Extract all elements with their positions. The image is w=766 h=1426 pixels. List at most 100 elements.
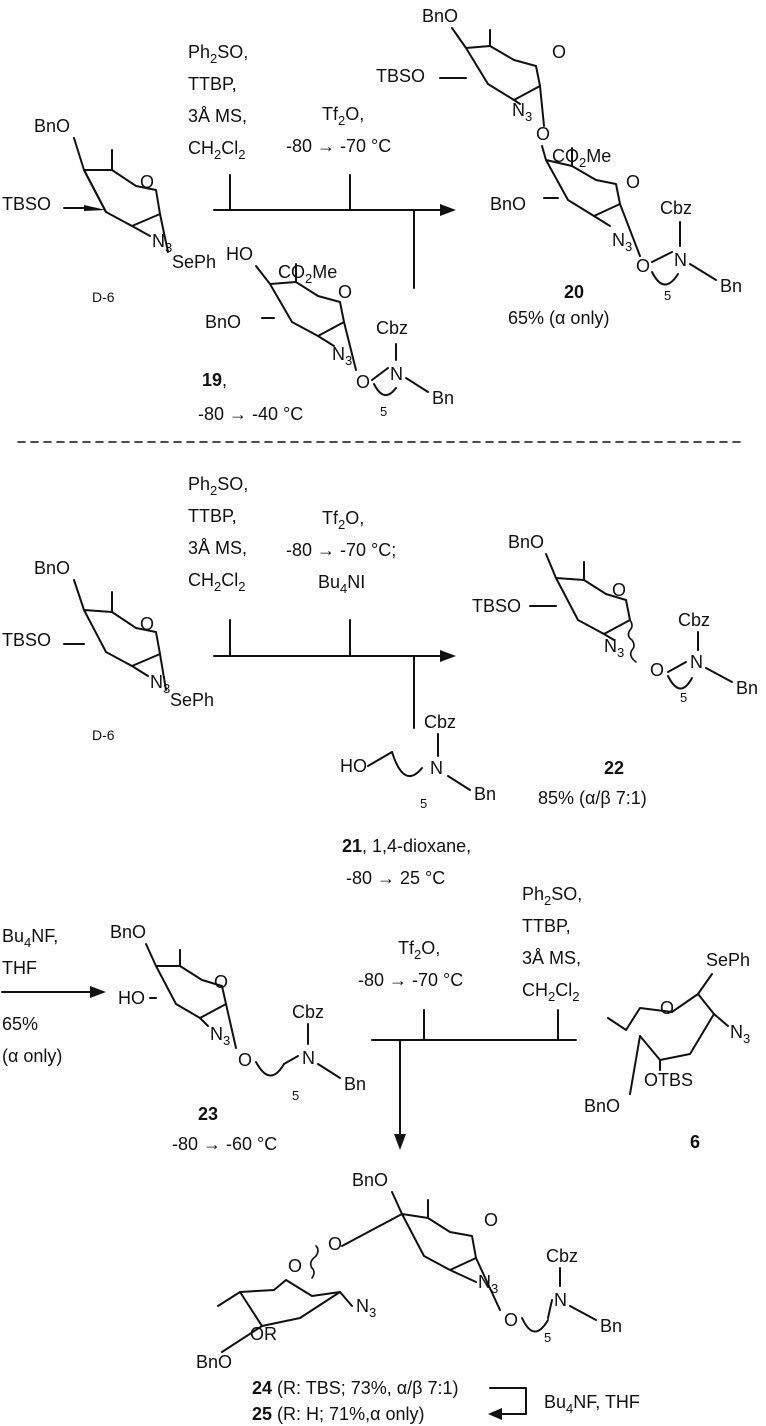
atom-cbz: Cbz (546, 1246, 578, 1266)
product-yield: 65% (α only) (508, 308, 609, 328)
atom-ring-o: O (552, 42, 566, 62)
donor-label: D-6 (92, 289, 115, 305)
atom-n5: 5 (420, 796, 427, 811)
atom-bno: BnO (508, 532, 544, 552)
reagent-temp: -80 → -70 °C (286, 136, 391, 156)
atom-seph: SePh (170, 690, 214, 710)
atom-n5: 5 (680, 690, 687, 705)
donor-d6-structure: BnO TBSO O N3 SePh (2, 116, 216, 272)
atom-n3: N3 (150, 672, 170, 696)
reagent-ch2cl2: CH2Cl2 (188, 138, 245, 162)
acceptor-conditions: -80 → -60 °C (172, 1134, 277, 1154)
atom-ho: HO (118, 988, 145, 1008)
reagent-temp: -80 → -70 °C; (286, 540, 396, 560)
reagent-ms: 3Å MS, (188, 106, 247, 126)
atom-bno: BnO (34, 558, 70, 578)
atom-ring-o: O (338, 282, 352, 302)
atom-o: O (536, 124, 550, 144)
acceptor-23-structure: BnO HO O N3 Cbz N Bn O 5 (110, 922, 366, 1103)
product-yield: 85% (α/β 7:1) (538, 788, 647, 808)
reagent-temp: -80 → -70 °C (358, 970, 463, 990)
atom-cbz: Cbz (660, 198, 692, 218)
atom-bno: BnO (110, 922, 146, 942)
reagent-ms: 3Å MS, (522, 948, 581, 968)
atom-n3: N3 (152, 231, 172, 255)
atom-o-3: O (636, 256, 650, 276)
atom-cbz: Cbz (292, 1002, 324, 1022)
deprotection-step: Bu4NF, THF 65% (α only) (1, 926, 106, 1066)
reagent-ph2so: Ph2SO, (188, 42, 248, 66)
atom-co2me: CO2Me (552, 146, 611, 170)
atom-o: O (650, 660, 664, 680)
atom-bno-2: BnO (196, 1352, 232, 1372)
acceptor-label: 19, (202, 370, 227, 390)
atom-or: OR (250, 1324, 277, 1344)
atom-tbso: TBSO (2, 630, 51, 650)
scheme-3: Bu4NF, THF 65% (α only) BnO HO O N3 Cbz … (1, 884, 750, 1424)
atom-tbso: TBSO (472, 596, 521, 616)
scheme2-reagents-a: Ph2SO, TTBP, 3Å MS, CH2Cl2 (188, 474, 248, 594)
scheme2-arrow (213, 619, 456, 729)
reagent-bu4ni: Bu4NI (318, 572, 365, 596)
atom-bn: Bn (432, 388, 454, 408)
atom-n3: N3 (210, 1024, 230, 1048)
reagent-tf2o: Tf2O, (398, 938, 440, 962)
atom-otbs: OTBS (644, 1070, 693, 1090)
product-label: 20 (564, 282, 584, 302)
reagent-ms: 3Å MS, (188, 538, 247, 558)
reagent-tf2o: Tf2O, (322, 104, 364, 128)
atom-n5: 5 (380, 404, 387, 419)
atom-bno: BnO (34, 116, 70, 136)
atom-o: O (328, 1234, 342, 1254)
acceptor-label: 23 (198, 1104, 218, 1124)
atom-bn: Bn (600, 1316, 622, 1336)
product-label: 22 (604, 758, 624, 778)
reagent-thf: THF (2, 958, 37, 978)
acceptor-conditions: -80 → -40 °C (198, 404, 303, 424)
atom-n3: N3 (332, 344, 352, 368)
reagent-bu4nf: Bu4NF, (2, 926, 58, 950)
atom-seph: SePh (172, 252, 216, 272)
reagent-ttbp: TTBP, (522, 916, 571, 936)
atom-n5: 5 (292, 1088, 299, 1103)
atom-bno-2: BnO (490, 194, 526, 214)
scheme2-reagents-b: Tf2O, -80 → -70 °C; Bu4NI (286, 508, 396, 596)
atom-bno: BnO (352, 1170, 388, 1190)
acceptor-19-structure: HO CO2Me BnO O N3 Cbz N Bn O 5 (205, 244, 454, 419)
reagent-ch2cl2: CH2Cl2 (522, 980, 579, 1004)
scheme3-reagents-a: Tf2O, -80 → -70 °C (358, 938, 463, 990)
atom-cbz: Cbz (678, 610, 710, 630)
product24-caption: 24 (R: TBS; 73%, α/β 7:1) (252, 1378, 459, 1398)
scheme3-arrow (371, 1009, 577, 1150)
atom-n: N (690, 652, 703, 672)
atom-n3-2: N3 (356, 1296, 376, 1320)
deprotect-yield: 65% (2, 1014, 38, 1034)
atom-o-3: O (504, 1310, 518, 1330)
atom-ring-o-2: O (288, 1256, 302, 1276)
atom-ring-o-2: O (626, 172, 640, 192)
acceptor-label: 21, 1,4-dioxane, (342, 836, 471, 856)
acceptor-conditions: -80 → 25 °C (346, 868, 445, 888)
atom-tbso: TBSO (376, 66, 425, 86)
product-captions: 24 (R: TBS; 73%, α/β 7:1) 25 (R: H; 71%,… (252, 1378, 640, 1424)
product-20-structure: BnO TBSO O N3 O CO2Me BnO O N3 Cbz N Bn … (376, 6, 742, 303)
scheme1-reagents-a: Ph2SO, TTBP, 3Å MS, CH2Cl2 (188, 42, 248, 162)
atom-seph: SePh (706, 950, 750, 970)
atom-n3: N3 (512, 100, 532, 124)
deprotect-selectivity: (α only) (2, 1046, 62, 1066)
atom-bno: BnO (584, 1096, 620, 1116)
product25-caption: 25 (R: H; 71%,α only) (252, 1404, 425, 1424)
scheme1-reagents-b: Tf2O, -80 → -70 °C (286, 104, 391, 156)
product-22-structure: BnO TBSO O N3 Cbz N Bn O 5 (472, 532, 758, 705)
donor-6-structure: SePh O N3 OTBS BnO (584, 950, 750, 1116)
atom-o: O (238, 1050, 252, 1070)
atom-cbz: Cbz (424, 712, 456, 732)
atom-ring-o: O (612, 580, 626, 600)
reagent-final: Bu4NF, THF (544, 1392, 640, 1416)
scheme1-arrow (213, 174, 456, 289)
donor-label: D-6 (92, 727, 115, 743)
scheme-2: BnO TBSO O N3 SePh D-6 Ph2SO, TTBP, 3Å M… (2, 474, 758, 888)
atom-n3-2: N3 (612, 230, 632, 254)
atom-n5: 5 (544, 1330, 551, 1345)
atom-bno: BnO (205, 312, 241, 332)
